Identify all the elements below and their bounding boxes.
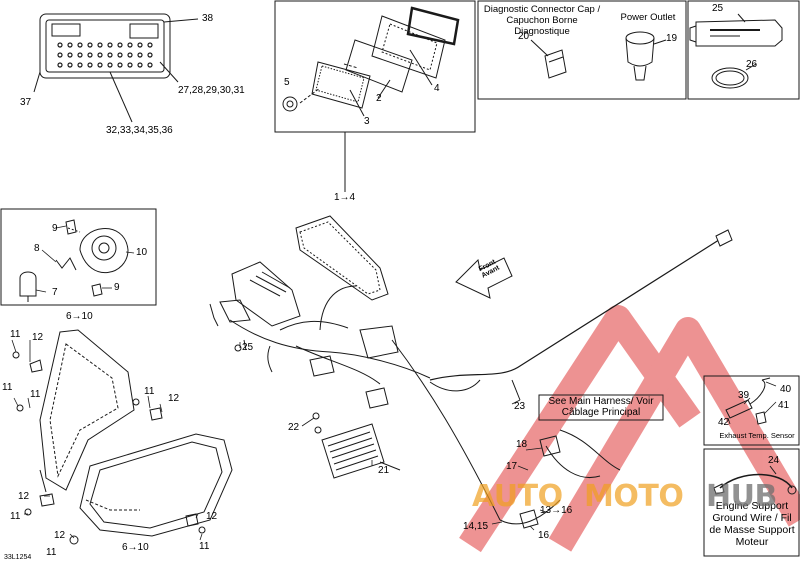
callout-4: 4 <box>434 83 440 94</box>
callout-11-f: 11 <box>46 547 57 558</box>
callout-38: 38 <box>202 13 214 24</box>
callout-11-c: 11 <box>30 389 41 400</box>
grease-box <box>687 0 800 100</box>
callout-25-harness: 25 <box>242 342 254 353</box>
grease-tube-drawing <box>689 13 783 89</box>
callout-12-b: 12 <box>168 393 180 404</box>
watermark-logo-shape <box>459 305 800 553</box>
callout-12-d: 12 <box>54 530 66 541</box>
callout-16: 16 <box>538 530 550 541</box>
callout-8: 8 <box>34 243 40 254</box>
voltage-regulator-drawing <box>312 412 401 479</box>
exhaust-sensor-caption: Exhaust Temp. Sensor <box>719 431 795 440</box>
control-module-drawing <box>33 13 199 123</box>
watermark-hub: HUB <box>706 479 777 514</box>
callout-6-10-bottom: 6→10 <box>122 542 149 553</box>
long-harness-drawing <box>391 229 733 529</box>
callout-12-a: 12 <box>32 332 44 343</box>
callout-17: 17 <box>506 461 518 472</box>
callout-11-a: 11 <box>10 329 21 340</box>
front-arrow-drawing <box>455 257 513 299</box>
callout-42: 42 <box>718 417 730 428</box>
main-harness-note-box <box>538 394 664 421</box>
callout-25: 25 <box>712 3 724 14</box>
callout-9-top: 9 <box>52 223 58 234</box>
watermark-moto: MOTO <box>584 479 684 514</box>
headlamp-parts-drawing <box>19 219 129 302</box>
headlamp-box <box>0 208 157 306</box>
left-headlamp-drawing <box>12 329 163 493</box>
exhaust-sensor-drawing <box>725 377 771 425</box>
watermark-auto: AUTO <box>472 479 563 514</box>
instrument-cluster-drawing <box>282 6 460 192</box>
callout-27-31: 27,28,29,30,31 <box>178 85 245 96</box>
instrument-cluster-box <box>274 0 476 133</box>
power-outlet-drawing <box>625 31 667 81</box>
callout-14-15: 14,15 <box>463 521 489 532</box>
engine-support-caption: Engine Support Ground Wire / Fil de Mass… <box>709 500 795 548</box>
power-outlet-caption: Power Outlet <box>620 12 676 23</box>
callout-22: 22 <box>288 422 300 433</box>
callout-11-g: 11 <box>199 541 210 552</box>
callout-11-e: 11 <box>10 511 21 522</box>
callout-9-bottom: 9 <box>114 282 120 293</box>
callout-3: 3 <box>364 116 370 127</box>
main-harness-drawing <box>209 215 431 409</box>
diagnostic-cap-drawing <box>530 39 567 79</box>
callout-11-b: 11 <box>2 382 13 393</box>
diagram-code: 33L1254 <box>4 554 32 561</box>
exhaust-sensor-box <box>703 375 800 446</box>
callout-32-36: 32,33,34,35,36 <box>106 125 173 136</box>
callout-40: 40 <box>780 384 792 395</box>
callout-10: 10 <box>136 247 148 258</box>
leader-lines <box>11 225 777 541</box>
ground-wire-drawing <box>713 465 797 495</box>
callout-20: 20 <box>518 31 530 42</box>
callout-12-e: 12 <box>206 511 218 522</box>
diagnostic-connector-caption: Diagnostic Connector Cap / Capuchon Born… <box>483 4 601 37</box>
callout-6-10-top: 6→10 <box>66 311 93 322</box>
callout-11-d: 11 <box>144 386 155 397</box>
callout-37: 37 <box>20 97 32 108</box>
diagnostic-box <box>477 0 687 100</box>
callout-2: 2 <box>376 93 382 104</box>
engine-support-box <box>703 448 800 557</box>
callout-12-c: 12 <box>18 491 30 502</box>
callout-7: 7 <box>52 287 58 298</box>
main-harness-note: See Main Harness/ Voir Câblage Principal <box>548 396 654 418</box>
callout-24: 24 <box>768 455 780 466</box>
callout-19: 19 <box>666 33 678 44</box>
callout-26: 26 <box>746 59 758 70</box>
right-headlamp-drawing <box>24 433 233 545</box>
callout-1-4: 1→4 <box>334 192 356 203</box>
callout-23: 23 <box>514 401 526 412</box>
callout-5: 5 <box>284 77 290 88</box>
callout-18: 18 <box>516 439 528 450</box>
callout-21: 21 <box>378 465 390 476</box>
callout-13-16: 13→16 <box>540 505 573 516</box>
callout-41: 41 <box>778 400 790 411</box>
callout-39: 39 <box>738 390 750 401</box>
